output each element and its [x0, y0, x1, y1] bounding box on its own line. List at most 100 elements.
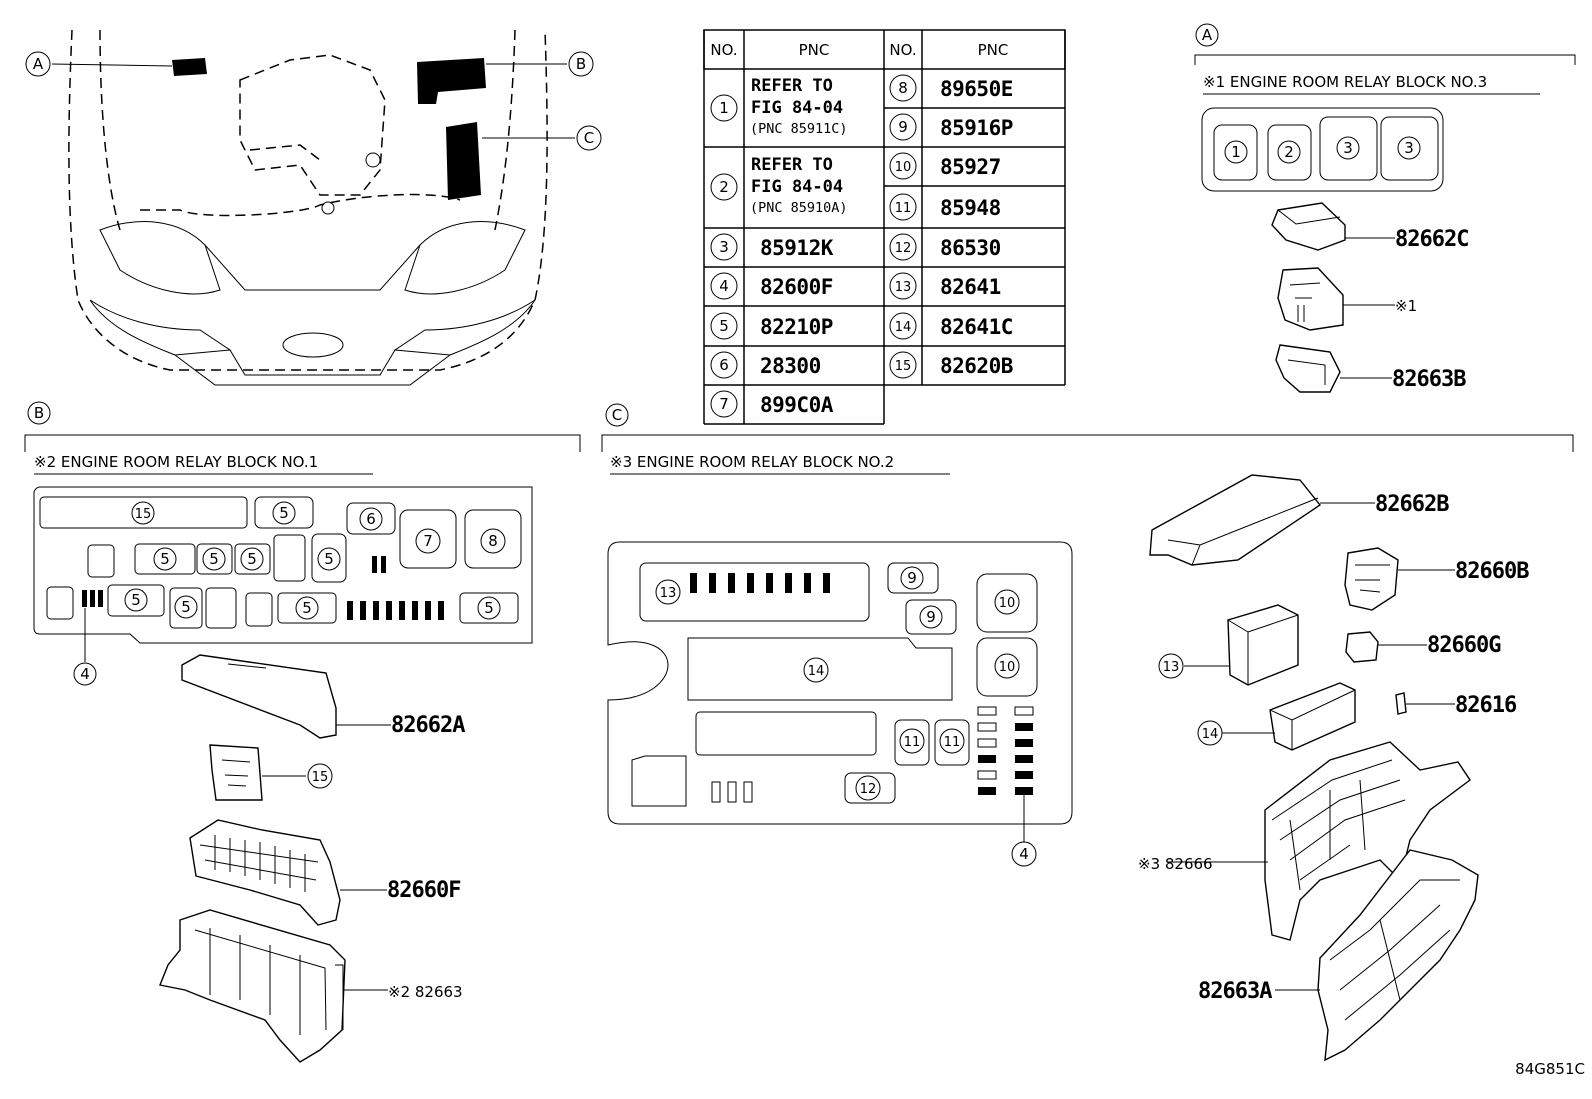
callout-b-locator: [568, 51, 594, 77]
svg-text:3: 3: [719, 238, 729, 256]
svg-text:2: 2: [719, 178, 729, 196]
svg-text:7: 7: [423, 532, 433, 550]
section-c-relay-block-no2: C ※3 ENGINE ROOM RELAY BLOCK NO.2 13 9 9…: [601, 403, 1574, 1062]
table-header-no-right: NO.: [889, 41, 916, 59]
table-row: 5 82210P: [710, 312, 833, 340]
part-82662b-cover: 82662B: [1149, 474, 1450, 566]
part-15-label: 15: [312, 770, 329, 785]
svg-text:82641C: 82641C: [940, 315, 1013, 339]
svg-text:8: 8: [898, 79, 908, 97]
svg-text:85927: 85927: [940, 155, 1001, 179]
part-13-label: 13: [1163, 660, 1180, 675]
svg-text:REFER TO: REFER TO: [751, 76, 833, 96]
svg-text:85916P: 85916P: [940, 116, 1013, 140]
diagram-code: 84G851C: [1515, 1060, 1585, 1078]
svg-text:5: 5: [324, 550, 334, 568]
section-a-title: ※1 ENGINE ROOM RELAY BLOCK NO.3: [1203, 73, 1487, 91]
svg-text:4: 4: [719, 277, 729, 295]
part-82666-prefix: ※3 82666: [1138, 855, 1213, 873]
table-row: 8 89650E: [889, 74, 1013, 102]
svg-text:9: 9: [926, 608, 936, 626]
svg-text:5: 5: [181, 598, 191, 616]
section-c-title: ※3 ENGINE ROOM RELAY BLOCK NO.2: [610, 453, 894, 471]
table-row: 13 82641: [889, 272, 1001, 300]
section-b-id: B: [34, 404, 44, 422]
part-82662a-label: 82662A: [391, 713, 465, 738]
svg-text:1: 1: [1231, 143, 1241, 161]
table-header-pnc-right: PNC: [978, 41, 1009, 59]
table-row: 15 82620B: [889, 351, 1013, 379]
svg-text:5: 5: [302, 599, 312, 617]
svg-text:5: 5: [247, 550, 257, 568]
svg-text:5: 5: [279, 504, 289, 522]
pnc-table: NO. PNC NO. PNC 1 REFER TO FIG 84-04 (PN…: [703, 29, 1066, 425]
part-82660g-label: 82660G: [1427, 633, 1501, 658]
svg-text:82620B: 82620B: [940, 354, 1013, 378]
svg-text:5: 5: [131, 591, 141, 609]
svg-text:11: 11: [944, 735, 961, 750]
svg-text:15: 15: [135, 507, 152, 522]
svg-text:7: 7: [719, 395, 729, 413]
section-a-id: A: [1202, 26, 1213, 44]
svg-text:82641: 82641: [940, 275, 1001, 299]
svg-text:5: 5: [209, 550, 219, 568]
section-a-relay-block-no3: A ※1 ENGINE ROOM RELAY BLOCK NO.3 1 2 3 …: [1194, 23, 1576, 393]
vehicle-locator-view: A B C: [25, 29, 602, 386]
table-row: 11 85948: [889, 193, 1001, 221]
svg-text:86530: 86530: [940, 236, 1001, 260]
table-header-no-left: NO.: [710, 41, 737, 59]
part-82663-housing: ※2 82663: [159, 909, 463, 1063]
table-row: 1 REFER TO FIG 84-04 (PNC 85911C): [710, 76, 848, 137]
part-13-relay: 13: [1158, 604, 1299, 686]
part-82662c-cover: 82662C: [1271, 202, 1469, 252]
callout-a-locator: [25, 51, 51, 77]
part-82662c-label: 82662C: [1395, 227, 1468, 252]
svg-text:FIG 84-04: FIG 84-04: [751, 98, 843, 118]
part-14-relay: 14: [1197, 682, 1356, 751]
svg-text:15: 15: [895, 359, 912, 374]
part-82663b-label: 82663B: [1392, 367, 1466, 392]
svg-text:(PNC 85911C): (PNC 85911C): [750, 121, 848, 137]
svg-text:9: 9: [898, 118, 908, 136]
callout-a-label: A: [33, 55, 44, 73]
part-relay-block-no3: ※1: [1277, 267, 1417, 331]
svg-text:85948: 85948: [940, 196, 1001, 220]
svg-text:82210P: 82210P: [760, 315, 833, 339]
table-row: 7 899C0A: [710, 390, 834, 418]
svg-text:3: 3: [1404, 139, 1414, 157]
svg-text:FIG 84-04: FIG 84-04: [751, 177, 843, 197]
svg-text:1: 1: [719, 99, 729, 117]
part-82660b-label: 82660B: [1455, 559, 1529, 584]
part-15-relay: 15: [209, 744, 333, 801]
svg-text:6: 6: [366, 510, 376, 528]
svg-text:11: 11: [895, 201, 912, 216]
callout-c-locator: [576, 125, 602, 151]
part-82660f-label: 82660F: [387, 878, 460, 903]
table-row: 14 82641C: [889, 312, 1013, 340]
callout-c-label: C: [584, 129, 594, 147]
part-relay-block-no3-label: ※1: [1395, 297, 1417, 315]
section-b-callout-4: 4: [80, 665, 90, 683]
part-82660g-connector: 82660G: [1345, 631, 1502, 663]
part-82663-label: ※2 82663: [388, 983, 463, 1001]
svg-text:11: 11: [904, 735, 921, 750]
section-c-callout-4: 4: [1019, 845, 1029, 863]
table-row: 4 82600F: [710, 272, 833, 300]
svg-text:14: 14: [808, 664, 825, 679]
part-82663a-tray: 82663A: [1198, 849, 1479, 1062]
svg-text:5: 5: [160, 550, 170, 568]
part-82616-clip: 82616: [1395, 692, 1518, 718]
svg-text:9: 9: [907, 569, 917, 587]
svg-text:10: 10: [999, 660, 1016, 675]
svg-text:8: 8: [488, 532, 498, 550]
table-row: 12 86530: [889, 233, 1001, 261]
part-82663a-label: 82663A: [1198, 979, 1272, 1004]
svg-text:12: 12: [895, 241, 912, 256]
svg-text:5: 5: [484, 599, 494, 617]
svg-text:5: 5: [719, 317, 729, 335]
svg-text:14: 14: [895, 320, 912, 335]
part-82660f-block: 82660F: [189, 819, 461, 926]
part-82663b-bracket: 82663B: [1275, 344, 1467, 393]
section-b-relay-block-no1: B ※2 ENGINE ROOM RELAY BLOCK NO.1 15 5 6…: [24, 401, 581, 1063]
